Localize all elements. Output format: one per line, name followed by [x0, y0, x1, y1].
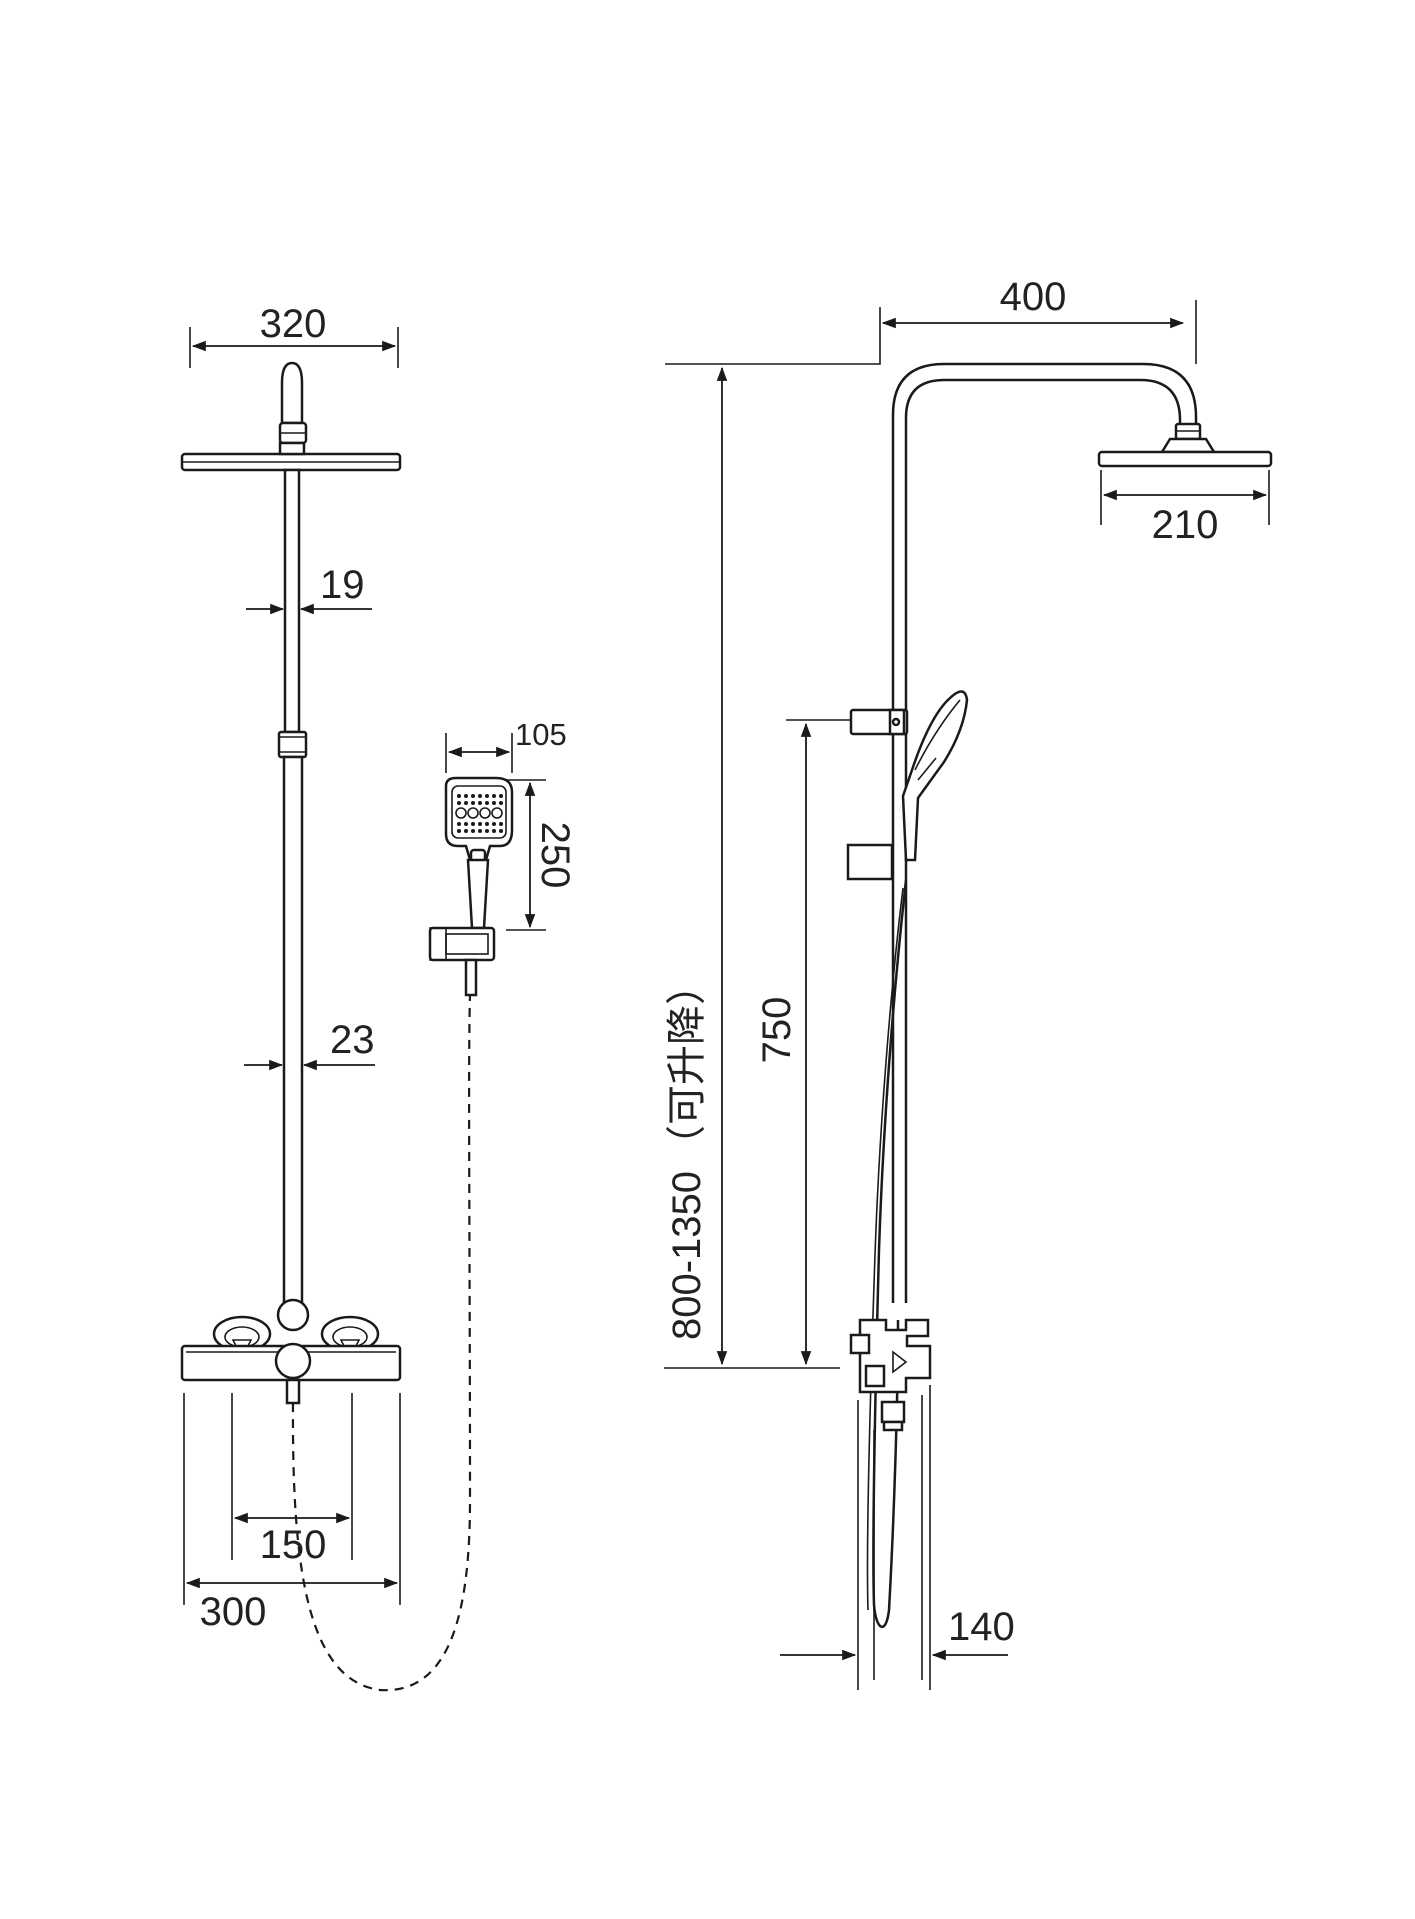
dim-mixer-width: 300 — [200, 1590, 267, 1634]
handshower-hose-connector — [464, 958, 478, 997]
side-view: 400 210 800-1350（可升降） 750 140 — [664, 275, 1273, 1690]
dim-lower-pipe-diameter: 23 — [330, 1018, 375, 1062]
front-view: 320 19 23 150 300 — [180, 302, 472, 1692]
dim-height-range-note: （可升降） — [665, 965, 709, 1165]
side-shower-arm — [891, 362, 1198, 1303]
side-wall-line — [665, 307, 881, 365]
front-upper-pipe — [283, 468, 301, 734]
handshower-holder — [428, 926, 496, 962]
front-diverter-knob — [274, 1342, 312, 1380]
handshower-head — [444, 776, 514, 862]
dim-slider-height: 750 — [755, 997, 799, 1064]
dim-handshower-length: 250 — [533, 822, 577, 889]
dim-wall-offset: 140 — [948, 1605, 1015, 1649]
side-wall-bracket — [846, 843, 894, 881]
dim-upper-pipe-diameter: 19 — [320, 563, 365, 607]
dim-handshower-width: 105 — [515, 717, 567, 752]
dim-side-head-width: 210 — [1152, 503, 1219, 547]
handshower-view: 105 250 — [428, 717, 577, 997]
front-top-arm — [280, 361, 304, 425]
dim-arm-reach: 400 — [1000, 275, 1067, 319]
dim-height-range: 800-1350（可升降） — [665, 965, 709, 1340]
front-spout — [285, 1378, 301, 1405]
side-rain-head — [1097, 450, 1273, 468]
side-mixer-outlet — [880, 1400, 906, 1424]
handshower-nozzles — [457, 794, 503, 833]
side-hose — [872, 879, 908, 1628]
front-connector-knob — [276, 1298, 310, 1332]
front-lower-pipe — [282, 755, 304, 1305]
side-handshower — [901, 690, 969, 862]
dim-front-head-width: 320 — [260, 302, 327, 346]
side-mixer-knob — [849, 1333, 871, 1355]
front-hose-dashed — [291, 994, 472, 1692]
front-slider-collar — [277, 730, 308, 759]
handshower-handle — [466, 858, 490, 930]
dim-inlet-spacing: 150 — [260, 1523, 327, 1567]
